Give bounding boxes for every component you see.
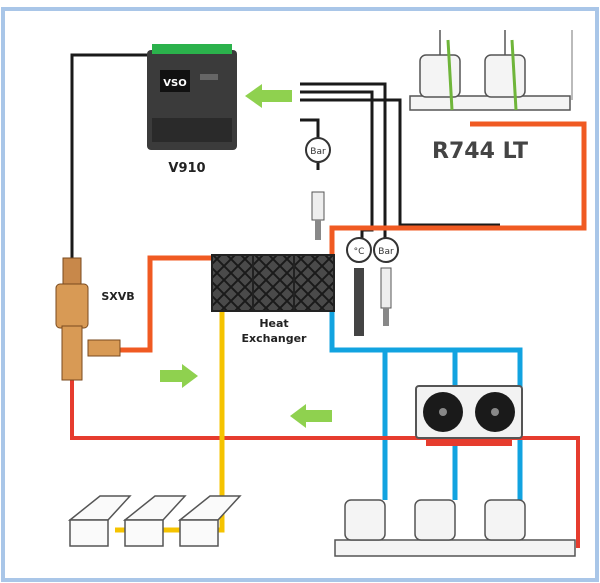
heat-exchanger-label-2: Exchanger bbox=[242, 332, 308, 345]
svg-text:Bar: Bar bbox=[378, 247, 394, 257]
svg-text:VSO: VSO bbox=[163, 78, 186, 89]
pressure-sensor-icon: Bar bbox=[305, 137, 331, 240]
controller-label: V910 bbox=[168, 161, 205, 176]
valve-icon bbox=[55, 257, 121, 381]
heat-exchanger-label-1: Heat bbox=[259, 317, 288, 330]
flow-arrow-icon bbox=[160, 364, 198, 388]
system-label: R744 LT bbox=[432, 139, 528, 164]
compressor-rack-icon bbox=[334, 499, 576, 557]
valve-label: SXVB bbox=[101, 290, 134, 303]
display-case-icon bbox=[67, 495, 242, 547]
flow-arrow-icon bbox=[245, 84, 292, 108]
condenser-fan-icon bbox=[415, 385, 523, 446]
signal-cables bbox=[70, 53, 500, 290]
pressure-sensor-icon: Bar bbox=[373, 237, 399, 326]
flow-arrow-icon bbox=[290, 404, 332, 428]
svg-text:°C: °C bbox=[354, 247, 365, 257]
compressor-rack-icon bbox=[409, 30, 571, 111]
temperature-sensor-icon: °C bbox=[346, 237, 372, 336]
heat-exchanger-icon bbox=[211, 254, 335, 312]
controller-icon: VSO bbox=[147, 44, 237, 150]
orange-pipe bbox=[118, 121, 587, 353]
svg-text:Bar: Bar bbox=[310, 147, 326, 157]
